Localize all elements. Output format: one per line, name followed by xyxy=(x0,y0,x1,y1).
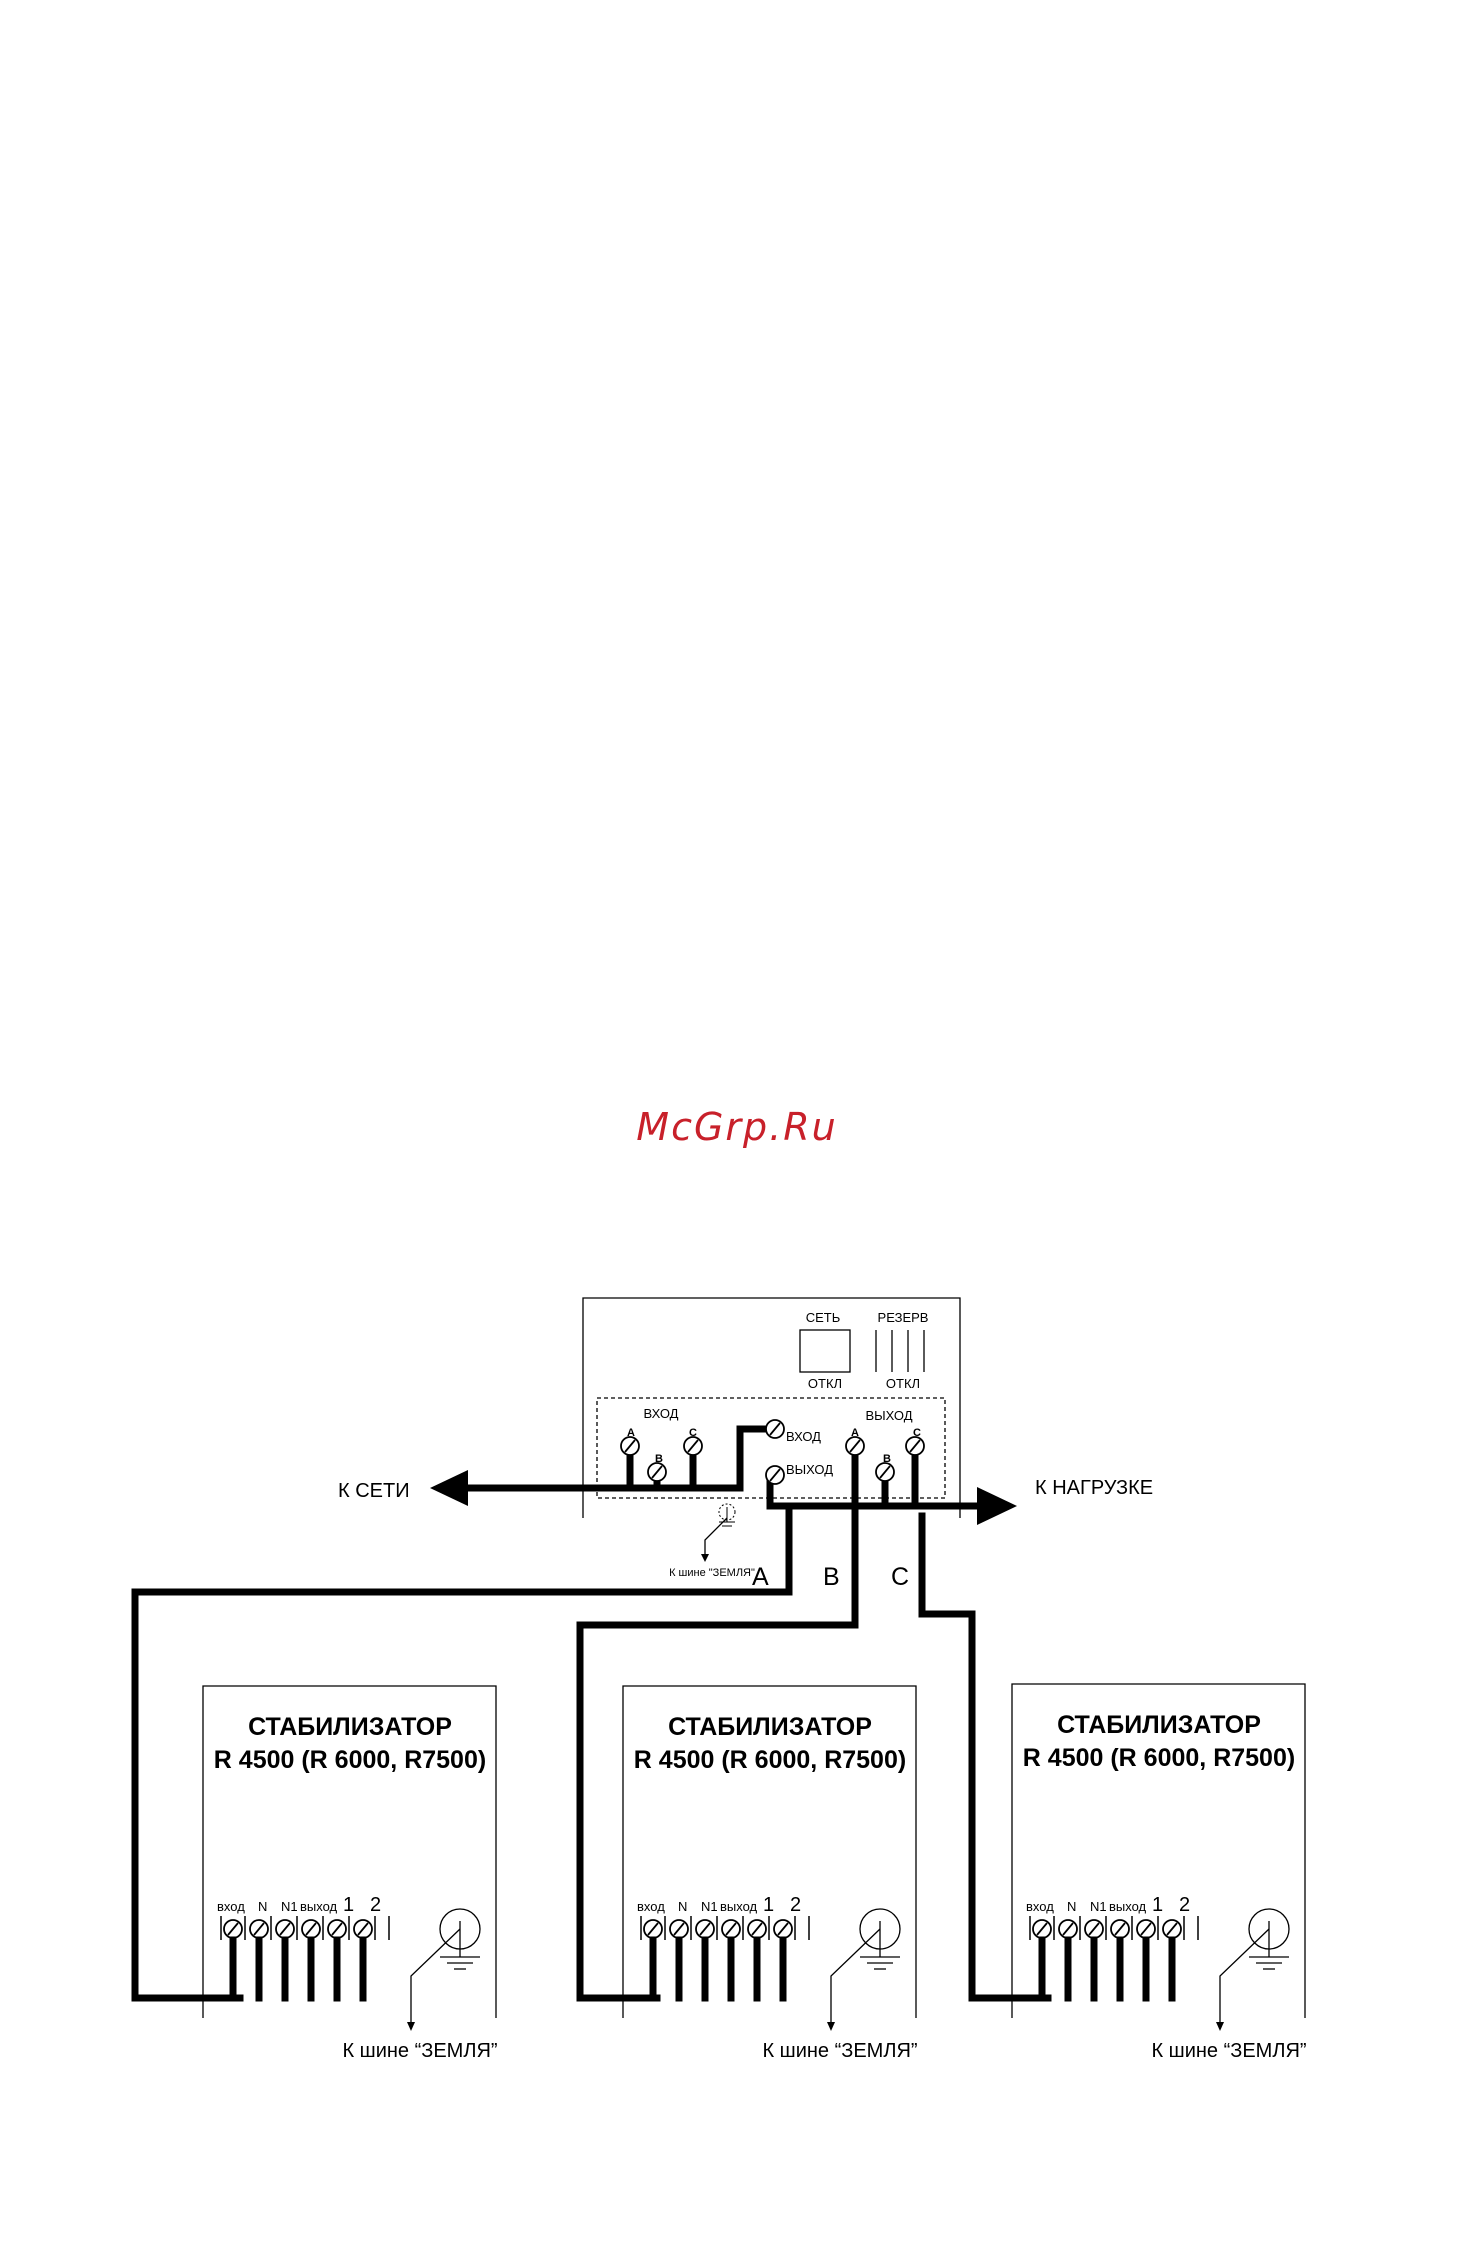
box-ground-icon xyxy=(701,1503,736,1562)
terminal-strip xyxy=(1029,1916,1199,1940)
terminal-label-1: 1 xyxy=(763,1894,774,1916)
phase-line-a: A xyxy=(752,1563,769,1591)
output-phase-b: B xyxy=(883,1453,891,1465)
terminal-label-n: N xyxy=(678,1899,687,1914)
terminal-label-output: выход xyxy=(300,1899,338,1914)
stabilizer-ground-label: К шине “ЗЕМЛЯ” xyxy=(762,2040,917,2062)
indicator-label-network: СЕТЬ xyxy=(806,1310,841,1325)
stabilizer-2: СТАБИЛИЗАТОР R 4500 (R 6000, R7500) вход… xyxy=(622,1685,918,2062)
indicator-label-reserve: РЕЗЕРВ xyxy=(878,1310,929,1325)
terminal-label-2: 2 xyxy=(790,1894,801,1916)
terminal-label-n1: N1 xyxy=(701,1899,718,1914)
off-label-left: ОТКЛ xyxy=(808,1376,842,1391)
terminal-strip xyxy=(640,1916,810,1940)
output-leads xyxy=(1038,1936,1176,2002)
reserve-indicator xyxy=(875,1330,925,1372)
terminal-label-n: N xyxy=(1067,1899,1076,1914)
terminal-label-n: N xyxy=(258,1899,267,1914)
output-leads xyxy=(229,1936,367,2002)
stabilizer-model: R 4500 (R 6000, R7500) xyxy=(214,1746,486,1774)
switch-box: СЕТЬ РЕЗЕРВ ОТКЛ ОТКЛ ВХОД ВЫХОД A B C A… xyxy=(582,1297,961,1579)
terminal-strip xyxy=(220,1916,390,1940)
input-phase-a: A xyxy=(627,1427,635,1439)
box-ground-label: К шине "ЗЕМЛЯ" xyxy=(669,1567,755,1579)
phase-line-b: B xyxy=(823,1563,840,1591)
output-phase-c: C xyxy=(913,1427,921,1439)
output-leads xyxy=(649,1936,787,2002)
stabilizer-title: СТАБИЛИЗАТОР xyxy=(1057,1711,1261,1739)
switch-box-screws xyxy=(620,1419,925,1485)
arrow-to-network xyxy=(430,1470,468,1506)
ground-arrow xyxy=(1216,2022,1224,2031)
off-label-right: ОТКЛ xyxy=(886,1376,920,1391)
terminal-label-input: вход xyxy=(217,1899,245,1914)
label-to-load: К НАГРУЗКЕ xyxy=(1035,1477,1153,1499)
terminal-label-2: 2 xyxy=(370,1894,381,1916)
output-phase-a: A xyxy=(851,1427,859,1439)
stabilizer-model: R 4500 (R 6000, R7500) xyxy=(634,1746,906,1774)
ground-lead xyxy=(410,1928,461,2026)
stabilizer-1: СТАБИЛИЗАТОР R 4500 (R 6000, R7500) вход… xyxy=(202,1685,498,2062)
network-indicator xyxy=(799,1329,851,1373)
terminal-label-2: 2 xyxy=(1179,1894,1190,1916)
stabilizer-title: СТАБИЛИЗАТОР xyxy=(248,1713,452,1741)
ground-icon xyxy=(1248,1908,1290,1970)
terminal-label-input: вход xyxy=(637,1899,665,1914)
ground-lead xyxy=(1219,1928,1270,2026)
terminal-label-n1: N1 xyxy=(281,1899,298,1914)
arrow-to-load xyxy=(977,1487,1017,1525)
stabilizer-title: СТАБИЛИЗАТОР xyxy=(668,1713,872,1741)
stabilizer-ground-label: К шине “ЗЕМЛЯ” xyxy=(1151,2040,1306,2062)
stabilizer-model: R 4500 (R 6000, R7500) xyxy=(1023,1744,1295,1772)
ground-icon xyxy=(439,1908,481,1970)
stabilizer-3: СТАБИЛИЗАТОР R 4500 (R 6000, R7500) вход… xyxy=(1011,1683,1307,2062)
input-block-label: ВХОД xyxy=(644,1406,679,1421)
phase-line-c: C xyxy=(891,1563,909,1591)
ground-icon xyxy=(859,1908,901,1970)
ground-arrow xyxy=(407,2022,415,2031)
output-block-label: ВЫХОД xyxy=(865,1408,912,1423)
input-phase-b: B xyxy=(655,1453,663,1465)
terminal-label-output: выход xyxy=(720,1899,758,1914)
input-phase-c: C xyxy=(689,1427,697,1439)
terminal-label-1: 1 xyxy=(1152,1894,1163,1916)
watermark: McGrp.Ru xyxy=(636,1105,838,1149)
terminal-label-1: 1 xyxy=(343,1894,354,1916)
ground-lead xyxy=(830,1928,881,2026)
label-to-network: К СЕТИ xyxy=(338,1480,410,1502)
mid-output-label: ВЫХОД xyxy=(786,1462,833,1477)
terminal-label-n1: N1 xyxy=(1090,1899,1107,1914)
stabilizer-ground-label: К шине “ЗЕМЛЯ” xyxy=(342,2040,497,2062)
terminal-label-output: выход xyxy=(1109,1899,1147,1914)
ground-arrow xyxy=(827,2022,835,2031)
terminal-label-input: вход xyxy=(1026,1899,1054,1914)
mid-input-label: ВХОД xyxy=(786,1429,821,1444)
